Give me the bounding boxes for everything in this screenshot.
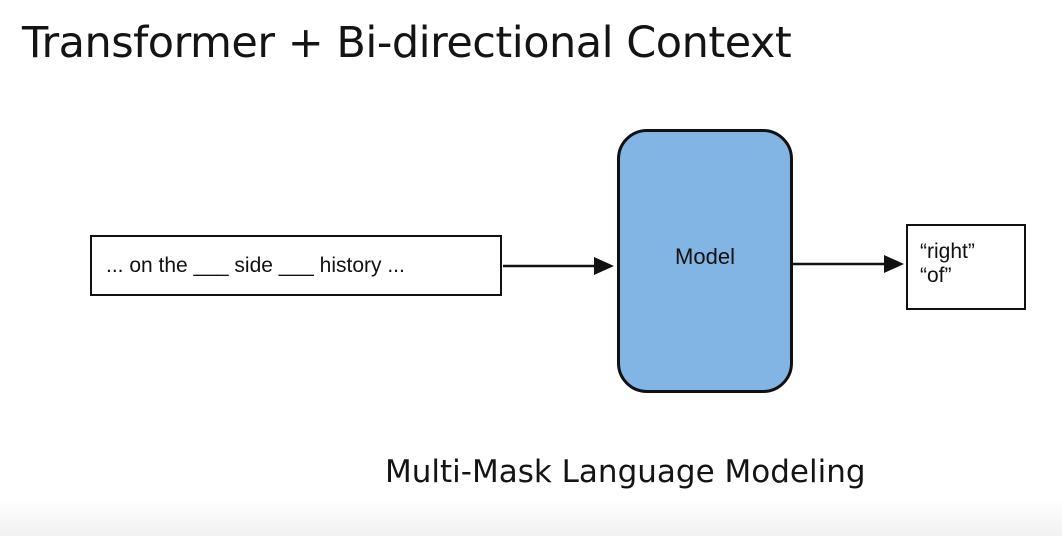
input-sequence-text: ... on the ___ side ___ history ... <box>106 253 405 277</box>
output-word-2: “of” <box>920 264 952 287</box>
model-to-output-arrow <box>793 255 904 273</box>
model-label: Model <box>675 244 735 269</box>
slide-title: Transformer + Bi-directional Context <box>22 18 792 68</box>
model-box: Model <box>617 129 793 393</box>
output-word-1: “right” <box>920 240 975 263</box>
input-sequence-box: ... on the ___ side ___ history ... <box>90 235 502 296</box>
output-box: “right” “of” <box>906 224 1026 310</box>
slide-caption: Multi-Mask Language Modeling <box>385 454 866 490</box>
input-to-model-arrow <box>503 257 614 275</box>
